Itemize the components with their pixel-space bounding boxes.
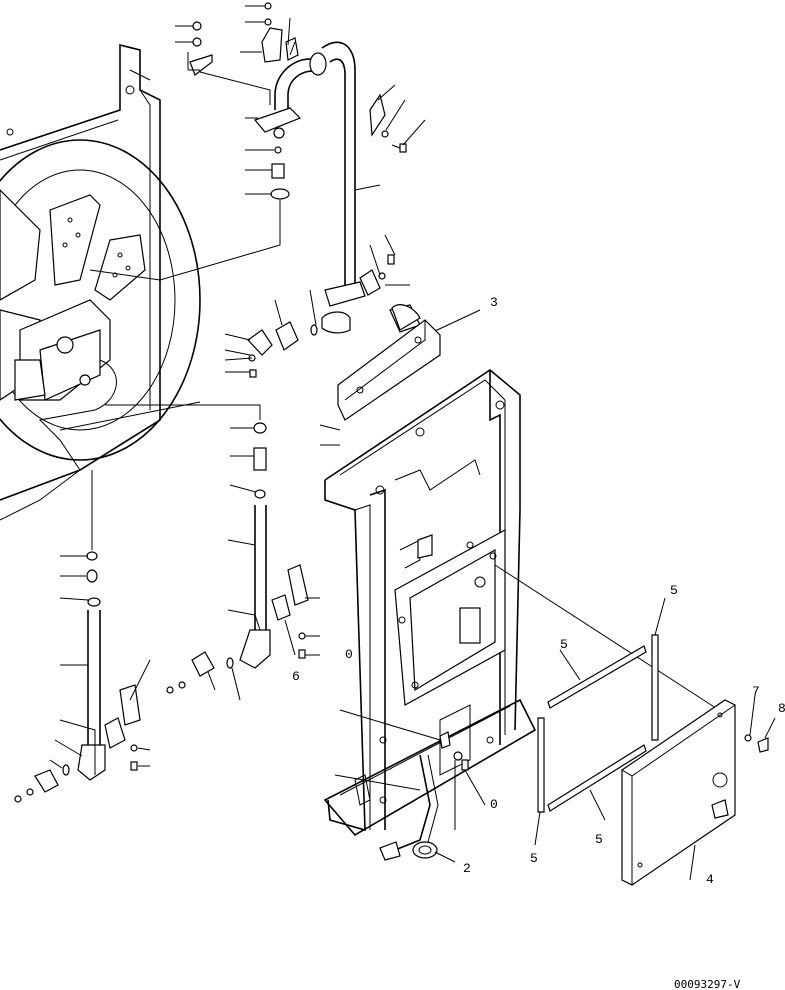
leader-lines-mid: [224, 234, 481, 373]
callout-seal-strip-b: 5: [560, 637, 568, 652]
callout-seal-strip-a: 5: [670, 583, 678, 598]
upper-fittings: [189, 2, 407, 200]
fan-shroud-assembly: [0, 43, 201, 521]
callout-seal-strip-c: 5: [595, 832, 603, 847]
seal-strips: [537, 634, 659, 813]
lower-left-pipe: [14, 551, 141, 803]
callout-bracket-mid: 6: [292, 669, 300, 684]
lower-middle-pipe: [166, 422, 309, 694]
mounting-bracket-plate: [337, 304, 441, 421]
radiator-support-frame: [323, 369, 537, 837]
leader-lines-plate: [534, 597, 776, 881]
callout-hose-clip-b: 0: [345, 647, 353, 662]
leader-lines-lower-left: [49, 470, 151, 775]
drain-hose-grommet: [379, 731, 469, 861]
leader-lines-lower-mid: [59, 401, 320, 701]
leader-lines-upper: [89, 5, 426, 281]
drawing-code: 00093297-V: [674, 978, 741, 990]
callout-washer-right: 7: [752, 684, 760, 699]
callout-bolt-right: 8: [778, 701, 785, 716]
fan-motor-hub: [14, 299, 117, 471]
callout-grommet: 2: [463, 861, 471, 876]
callout-hose-clip-a: 0: [490, 797, 498, 812]
callout-panel-frame: 3: [490, 295, 498, 310]
callout-cover-plate: 4: [706, 872, 714, 887]
leader-lines-frame: [319, 424, 723, 863]
cover-plate: [621, 699, 769, 886]
upper-hose-pipe: [253, 41, 366, 307]
callout-seal-strip-d: 5: [530, 851, 538, 866]
